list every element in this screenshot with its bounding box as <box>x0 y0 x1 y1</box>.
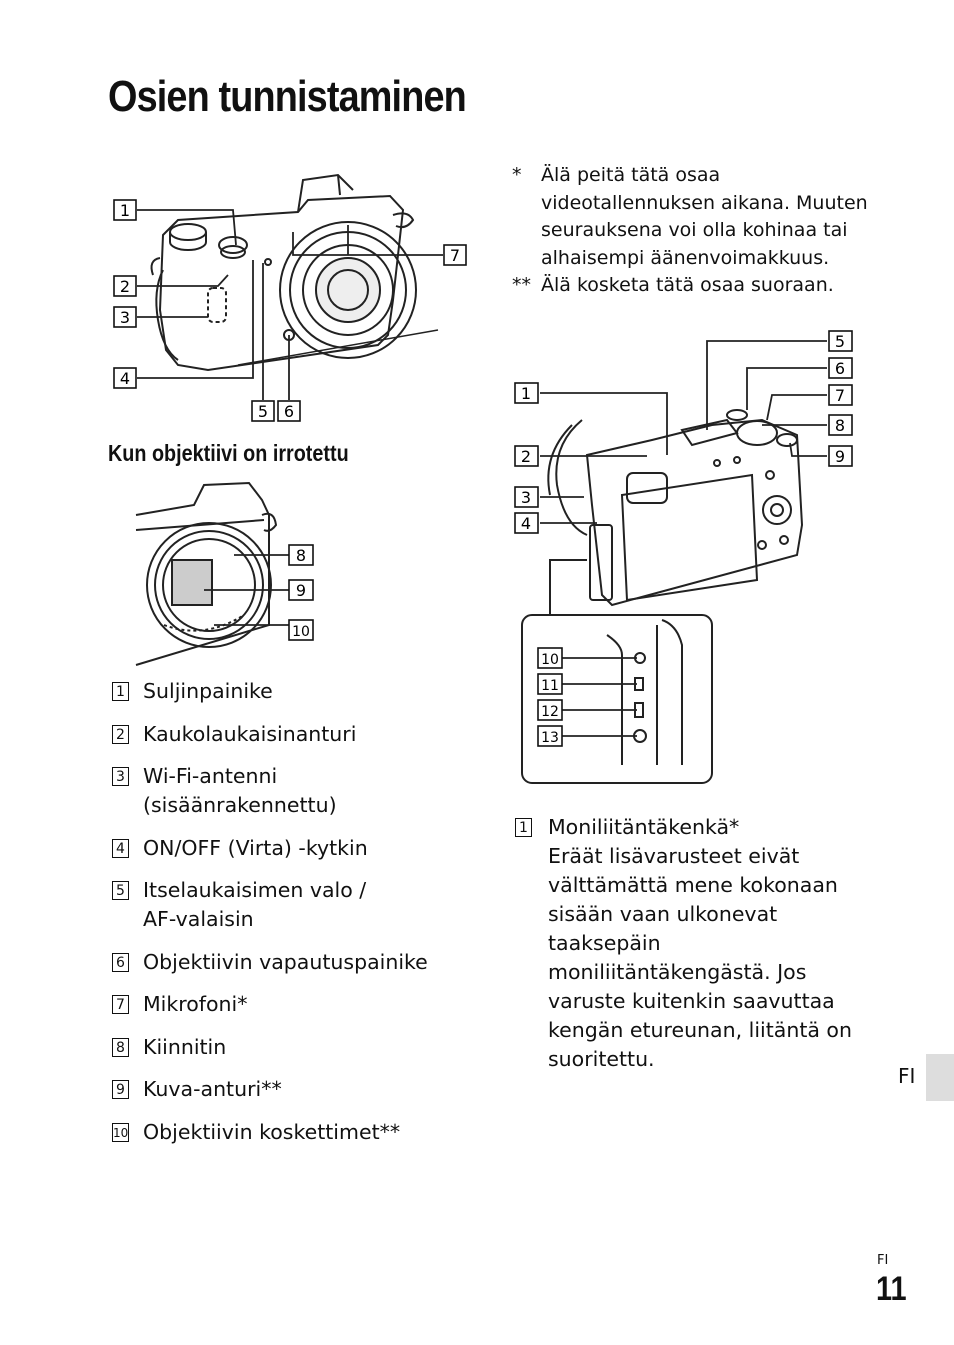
callout-2: 2 <box>521 447 531 466</box>
item-number: 8 <box>112 1037 129 1057</box>
callout-3: 3 <box>120 308 130 327</box>
item-number: 4 <box>112 838 129 858</box>
page-title: Osien tunnistaminen <box>108 72 467 121</box>
footnotes: * Älä peitä tätä osaa videotallennuksen a… <box>512 162 892 300</box>
list-item: 4 ON/OFF (Virta) -kytkin <box>112 834 492 863</box>
callout-10: 10 <box>292 624 310 640</box>
list-item: 3 Wi-Fi-antenni (sisäänrakennettu) <box>112 762 492 820</box>
callout-9: 9 <box>835 447 845 466</box>
callout-13: 13 <box>541 730 559 746</box>
item-label: Objektiivin koskettimet** <box>143 1119 401 1144</box>
callout-1: 1 <box>521 384 531 403</box>
list-item: 10 Objektiivin koskettimet** <box>112 1118 492 1147</box>
camera-rear-illustration: 1 2 3 4 5 6 7 8 9 10 11 12 13 <box>514 330 853 784</box>
footnote-mark: * <box>512 164 522 186</box>
callout-6: 6 <box>284 402 294 421</box>
callout-4: 4 <box>521 514 531 533</box>
shoe-description: 1 Moniliitäntäkenkä* Eräät lisävarusteet… <box>515 813 895 1074</box>
list-item: 7 Mikrofoni* <box>112 990 492 1019</box>
item-number: 3 <box>112 767 129 786</box>
footnote: ** Älä kosketa tätä osaa suoraan. <box>512 272 892 300</box>
item-number: 1 <box>515 818 532 837</box>
item-description: Eräät lisävarusteet eivät välttämättä me… <box>548 844 852 1071</box>
list-item: 5 Itselaukaisimen valo / AF-valaisin <box>112 876 492 934</box>
callout-8: 8 <box>296 546 306 565</box>
item-label: Itselaukaisimen valo / AF-valaisin <box>143 878 367 931</box>
callout-1: 1 <box>120 201 130 220</box>
item-label: Kuva-anturi** <box>143 1077 282 1101</box>
camera-front-illustration: 1 2 3 4 5 6 7 <box>113 173 467 422</box>
section-subtitle: Kun objektiivi on irrotettu <box>108 440 349 466</box>
callout-4: 4 <box>120 369 130 388</box>
footnote-text: Älä kosketa tätä osaa suoraan. <box>541 274 834 296</box>
page-number: 11 <box>876 1270 907 1308</box>
callout-5: 5 <box>258 402 268 421</box>
item-label: Wi-Fi-antenni (sisäänrakennettu) <box>143 764 337 817</box>
item-number: 1 <box>112 682 129 701</box>
item-label: Objektiivin vapautuspainike <box>143 949 428 974</box>
list-item: 6 Objektiivin vapautuspainike <box>112 948 492 977</box>
footnote-mark: ** <box>512 274 531 296</box>
language-tab-label: FI <box>898 1064 916 1088</box>
camera-mount-illustration: 8 9 10 <box>135 481 314 666</box>
item-label: Moniliitäntäkenkä* <box>548 815 740 839</box>
list-item: 2 Kaukolaukaisinanturi <box>112 720 492 749</box>
item-label: ON/OFF (Virta) -kytkin <box>143 835 368 860</box>
list-item: 9 Kuva-anturi** <box>112 1075 492 1104</box>
list-item: 8 Kiinnitin <box>112 1033 492 1062</box>
callout-7: 7 <box>835 386 845 405</box>
item-number: 2 <box>112 724 129 744</box>
item-number: 9 <box>112 1080 129 1099</box>
item-number: 6 <box>112 952 129 972</box>
callout-12: 12 <box>541 704 559 720</box>
footnote: * Älä peitä tätä osaa videotallennuksen a… <box>512 162 892 272</box>
footnote-text: Älä peitä tätä osaa videotallennuksen ai… <box>541 164 868 269</box>
item-number: 10 <box>112 1122 129 1142</box>
item-number: 5 <box>112 881 129 900</box>
callout-11: 11 <box>541 678 559 694</box>
footer-language: FI <box>877 1253 889 1268</box>
callout-5: 5 <box>835 332 845 351</box>
callout-3: 3 <box>521 488 531 507</box>
callout-2: 2 <box>120 277 130 296</box>
language-tab-marker <box>926 1054 954 1101</box>
callout-7: 7 <box>450 246 460 265</box>
callout-9: 9 <box>296 581 306 600</box>
callout-8: 8 <box>835 416 845 435</box>
item-label: Suljinpainike <box>143 679 273 703</box>
item-label: Mikrofoni* <box>143 992 248 1016</box>
callout-6: 6 <box>835 359 845 378</box>
item-label: Kaukolaukaisinanturi <box>143 721 357 746</box>
list-item: 1 Suljinpainike <box>112 677 492 706</box>
callout-10: 10 <box>541 652 559 668</box>
parts-list: 1 Suljinpainike 2 Kaukolaukaisinanturi 3 Wi… <box>112 677 492 1160</box>
item-number: 7 <box>112 995 129 1014</box>
item-label: Kiinnitin <box>143 1034 227 1059</box>
